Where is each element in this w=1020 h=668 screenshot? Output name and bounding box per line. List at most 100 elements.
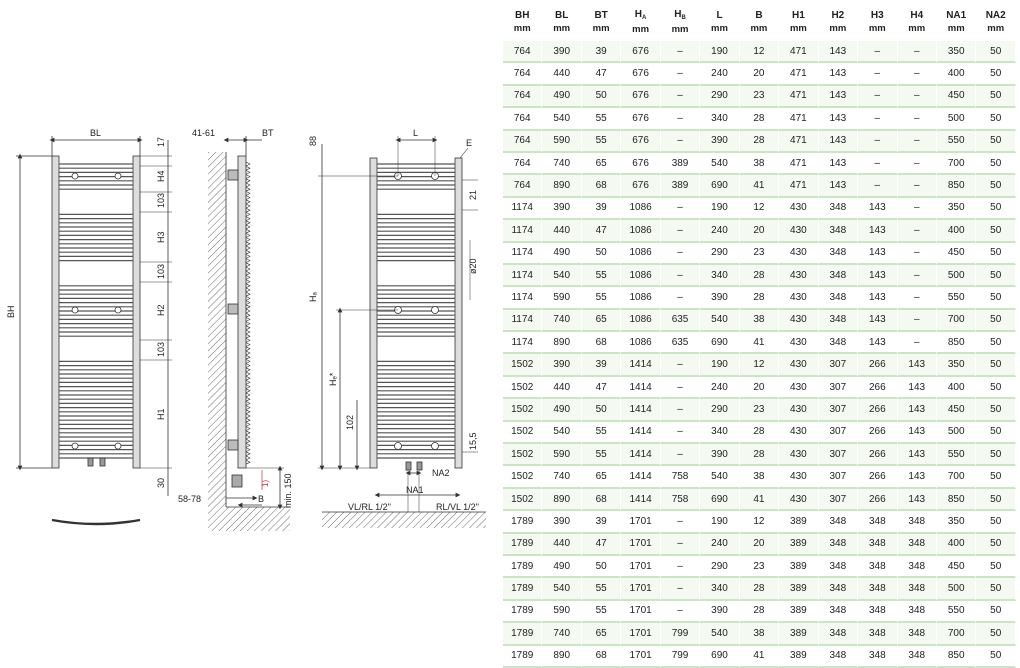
- table-cell: 20: [739, 63, 780, 86]
- table-cell: 540: [700, 466, 740, 489]
- table-cell: –: [858, 85, 898, 109]
- table-cell: 28: [739, 130, 780, 153]
- table-cell: –: [897, 242, 937, 265]
- table-cell: 290: [700, 242, 740, 265]
- h1-label: H1: [156, 408, 166, 420]
- table-cell: 1701: [621, 578, 661, 601]
- table-cell: 700: [936, 152, 977, 176]
- table-cell: 471: [779, 108, 819, 131]
- table-cell: 690: [700, 488, 740, 512]
- table-cell: 850: [936, 175, 977, 198]
- table-cell: 1414: [621, 354, 661, 377]
- table-cell: 348: [897, 578, 937, 601]
- table-cell: 430: [779, 264, 819, 288]
- table-cell: 676: [621, 63, 661, 86]
- ha-label: Hₐ: [308, 292, 318, 302]
- dim-d20-label: ø20: [468, 258, 478, 274]
- table-cell: 590: [542, 600, 582, 624]
- table-cell: 38: [739, 623, 780, 646]
- table-cell: 12: [739, 354, 780, 377]
- table-cell: 143: [897, 444, 937, 467]
- table-cell: 348: [818, 242, 859, 265]
- table-cell: 47: [581, 63, 622, 86]
- table-cell: 348: [858, 578, 898, 601]
- table-cell: 440: [542, 376, 582, 400]
- table-cell: 400: [936, 220, 977, 243]
- table-cell: 590: [542, 130, 582, 153]
- table-cell: –: [897, 152, 937, 176]
- table-cell: 1701: [621, 511, 661, 534]
- table-cell: 20: [739, 220, 780, 243]
- table-cell: 764: [503, 85, 543, 109]
- table-cell: 143: [818, 41, 859, 64]
- table-cell: 390: [542, 511, 582, 534]
- table-cell: 430: [779, 488, 819, 512]
- table-cell: 635: [660, 309, 701, 333]
- column-header-label: H1: [792, 10, 805, 21]
- table-cell: 55: [581, 264, 622, 288]
- table-cell: 850: [936, 645, 977, 668]
- table-cell: 350: [936, 511, 977, 534]
- rear-view: [318, 136, 486, 528]
- front-rungs: [59, 163, 133, 459]
- table-cell: 348: [818, 309, 859, 333]
- table-cell: –: [660, 421, 701, 445]
- column-header-label: H4: [910, 10, 924, 21]
- table-cell: 307: [818, 444, 859, 467]
- table-cell: 430: [779, 309, 819, 333]
- table-cell: 1502: [503, 444, 543, 467]
- table-cell: 50: [976, 242, 1016, 265]
- table-cell: 47: [581, 376, 622, 400]
- table-cell: 50: [976, 578, 1016, 601]
- table-cell: 65: [581, 623, 622, 646]
- dim-103a-label: 103: [156, 193, 166, 208]
- table-cell: 348: [818, 197, 859, 221]
- vl-label: VL/RL 1/2": [348, 502, 391, 512]
- table-cell: 47: [581, 220, 622, 243]
- table-cell: 1789: [503, 578, 543, 601]
- table-cell: 676: [621, 130, 661, 153]
- table-cell: 799: [660, 623, 701, 646]
- table-cell: 190: [700, 511, 740, 534]
- table-cell: 471: [779, 152, 819, 176]
- table-cell: 143: [858, 220, 898, 243]
- table-cell: 348: [858, 600, 898, 624]
- table-cell: 389: [779, 533, 819, 556]
- table-cell: 490: [542, 242, 582, 265]
- dim-103b-label: 103: [156, 264, 166, 279]
- table-cell: 430: [779, 466, 819, 489]
- table-cell: 350: [936, 197, 977, 221]
- table-cell: –: [660, 85, 701, 109]
- table-cell: 50: [976, 645, 1016, 668]
- table-cell: 143: [818, 108, 859, 131]
- table-cell: 1174: [503, 264, 543, 288]
- column-header-unit: mm: [632, 24, 650, 35]
- table-cell: 68: [581, 488, 622, 512]
- table-cell: 1174: [503, 242, 543, 265]
- table-cell: 430: [779, 354, 819, 377]
- table-cell: 490: [542, 85, 582, 109]
- table-cell: –: [660, 578, 701, 601]
- table-cell: 190: [700, 354, 740, 377]
- table-cell: 1502: [503, 488, 543, 512]
- table-cell: 348: [897, 511, 937, 534]
- table-cell: 143: [858, 197, 898, 221]
- column-header-unit: mm: [592, 23, 610, 34]
- table-cell: 28: [739, 287, 780, 310]
- table-cell: 12: [739, 511, 780, 534]
- table-cell: 340: [700, 421, 740, 445]
- dim-17-label: 17: [156, 137, 166, 147]
- table-cell: 1414: [621, 444, 661, 467]
- table-cell: 1086: [621, 287, 661, 310]
- table-cell: 50: [976, 623, 1016, 646]
